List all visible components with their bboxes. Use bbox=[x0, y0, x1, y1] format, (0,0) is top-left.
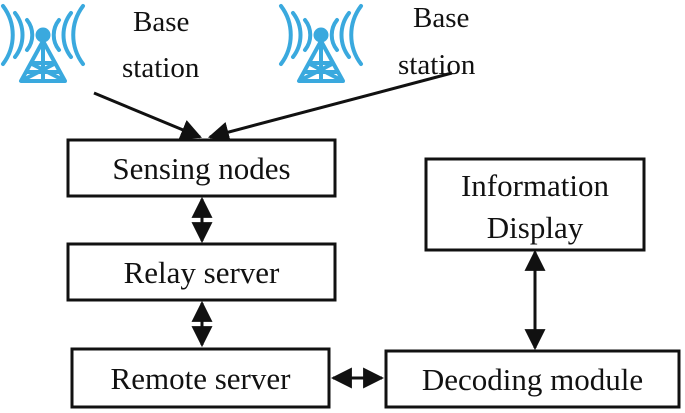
decoding-module-label: Decoding module bbox=[422, 362, 643, 397]
information-display-label-line2: Display bbox=[487, 210, 584, 245]
information-display-box bbox=[424, 157, 646, 252]
relay-server-box bbox=[66, 242, 337, 302]
remote-server-box bbox=[70, 347, 331, 409]
radio-tower-icon bbox=[1, 4, 85, 83]
sensing-nodes-box bbox=[66, 138, 337, 198]
base-station-left-link bbox=[93, 91, 202, 140]
relay-server-label: Relay server bbox=[124, 255, 280, 290]
base-station-label-left-line2: station bbox=[122, 52, 200, 84]
radio-tower-icon bbox=[279, 4, 363, 83]
base-station-right-link bbox=[207, 71, 453, 143]
information-display-label-line1: Information bbox=[461, 168, 610, 203]
sensing-nodes-label: Sensing nodes bbox=[112, 151, 290, 186]
base-station-label-left-line1: Base bbox=[133, 6, 189, 38]
base-station-label-right-line1: Base bbox=[413, 2, 469, 34]
remote-server-label: Remote server bbox=[111, 361, 292, 396]
decoding-module-box bbox=[384, 349, 681, 409]
